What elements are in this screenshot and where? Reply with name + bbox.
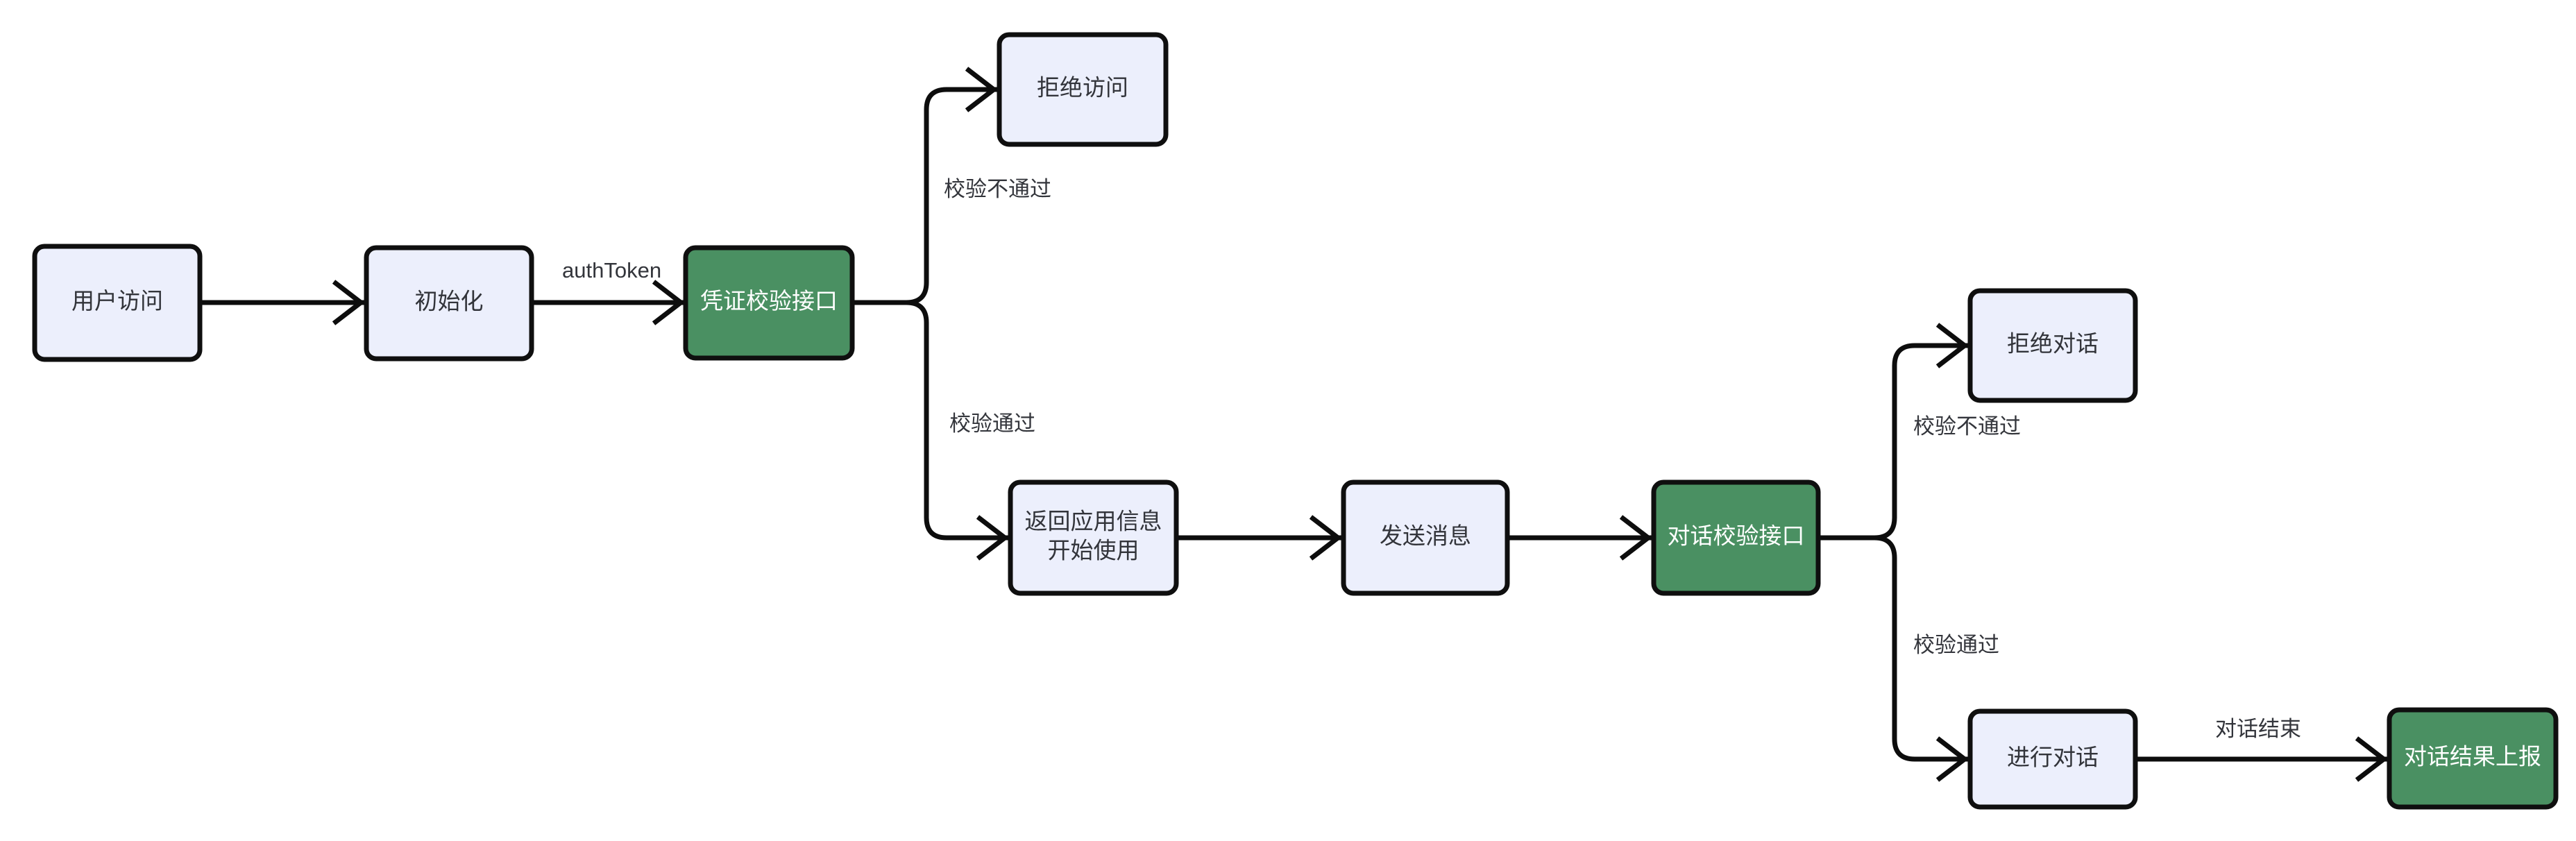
- node-report-result[interactable]: 对话结果上报: [2387, 707, 2559, 810]
- node-box: [364, 245, 534, 362]
- edges-layer: [200, 87, 2391, 762]
- edge-label-e-dochat-report: 对话结束: [2215, 717, 2301, 741]
- node-label: 用户访问: [71, 288, 163, 314]
- node-box: [997, 32, 1169, 147]
- node-label: 初始化: [415, 289, 484, 314]
- node-deny-chat[interactable]: 拒绝对话: [1967, 288, 2138, 403]
- node-label: 对话校验接口: [1668, 523, 1805, 549]
- node-label: 返回应用信息: [1025, 509, 1162, 534]
- edge-label-e-cred-pass: 校验通过: [949, 411, 1035, 436]
- node-label: 对话结果上报: [2404, 744, 2541, 770]
- node-label: 拒绝对话: [2007, 331, 2099, 357]
- edge-e-cred-pass: [852, 300, 1012, 541]
- arrowhead-icon: [976, 515, 1009, 561]
- edge-label-e-cred-deny: 校验不通过: [944, 177, 1051, 201]
- node-box: [1651, 479, 1821, 596]
- node-label: 进行对话: [2007, 745, 2099, 770]
- node-init[interactable]: 初始化: [364, 245, 534, 362]
- edge-e-chat-denychat: [1818, 343, 1972, 541]
- edge-e-chat-dochat: [1818, 535, 1972, 762]
- node-box: [683, 245, 855, 361]
- node-box: [32, 244, 203, 362]
- arrowhead-icon: [1309, 515, 1342, 561]
- node-box: [1967, 708, 2138, 810]
- node-chat-verify-api[interactable]: 对话校验接口: [1651, 479, 1821, 596]
- node-box: [2387, 707, 2559, 810]
- node-user-access[interactable]: 用户访问: [32, 244, 203, 362]
- arrowheads-layer: [332, 67, 2388, 782]
- node-label: 凭证校验接口: [700, 288, 838, 314]
- node-label: 发送消息: [1380, 523, 1471, 549]
- arrowhead-icon: [2355, 736, 2388, 782]
- node-deny-access[interactable]: 拒绝访问: [997, 32, 1169, 147]
- arrowhead-icon: [1935, 323, 1969, 368]
- edge-label-e-chat-dochat: 校验通过: [1913, 633, 1999, 657]
- arrowhead-icon: [332, 280, 365, 325]
- edge-label-e-chat-denychat: 校验不通过: [1913, 414, 2021, 439]
- node-cred-verify-api[interactable]: 凭证校验接口: [683, 245, 855, 361]
- node-box: [1341, 479, 1510, 596]
- edge-label-e-init-cred: authToken: [562, 258, 661, 282]
- arrowhead-icon: [965, 67, 998, 112]
- arrowhead-icon: [652, 280, 685, 325]
- node-send-message[interactable]: 发送消息: [1341, 479, 1510, 596]
- edge-labels-layer: authToken校验不通过校验通过校验不通过校验通过对话结束: [562, 177, 2301, 741]
- arrowhead-icon: [1619, 515, 1652, 561]
- arrowhead-icon: [1935, 736, 1969, 782]
- node-do-chat[interactable]: 进行对话: [1967, 708, 2138, 810]
- node-label: 开始使用: [1048, 538, 1139, 563]
- node-box: [1008, 479, 1179, 596]
- node-box: [1967, 288, 2138, 403]
- node-label: 拒绝访问: [1037, 75, 1128, 101]
